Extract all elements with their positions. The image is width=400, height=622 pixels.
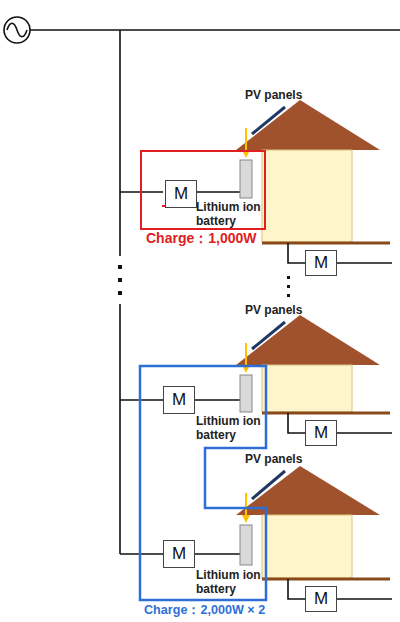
- ac-source-symbol: [4, 17, 30, 43]
- branch-wire: [120, 399, 163, 401]
- floor: [262, 412, 390, 415]
- meter-wire: [288, 413, 305, 433]
- panel-label: PV panels: [245, 452, 302, 466]
- roof: [236, 315, 380, 365]
- floor: [262, 242, 390, 245]
- pv-panel: [252, 471, 285, 499]
- bus-wire: [30, 29, 400, 31]
- battery-symbol: [240, 160, 252, 198]
- meter-label: M: [314, 253, 328, 273]
- dot: [287, 285, 290, 288]
- charge-region: Charge：2,000W × 2MM: [140, 366, 266, 600]
- feeder-wire: [119, 30, 121, 256]
- meter-wire: [195, 191, 240, 193]
- meter-label: M: [172, 544, 186, 564]
- power-arrow: [245, 493, 247, 519]
- branch-wire: [120, 553, 163, 555]
- region-outline: [140, 366, 266, 600]
- meter-label: M: [314, 423, 328, 443]
- meter-wire: [288, 579, 305, 599]
- charge-heading: Charge：2,000W × 2: [144, 602, 265, 618]
- roof: [236, 100, 380, 150]
- house-body: [262, 150, 352, 242]
- grid-source: [4, 17, 30, 43]
- floor: [262, 578, 390, 581]
- dot: [118, 291, 122, 295]
- battery-symbol: [240, 525, 252, 565]
- pv-panel: [252, 322, 285, 349]
- feeder-wire: [30, 30, 400, 554]
- battery-symbol: [240, 375, 252, 412]
- meter-box: M: [165, 180, 197, 208]
- house: [236, 100, 392, 263]
- house-body: [262, 365, 352, 412]
- dot: [287, 294, 290, 297]
- meter-wire: [195, 399, 240, 401]
- house-body: [262, 515, 352, 578]
- meter-box: M: [305, 586, 337, 612]
- battery-label: Lithium ion battery: [196, 568, 266, 596]
- meter-box: M: [305, 420, 337, 446]
- dot: [118, 278, 122, 282]
- panel-label: PV panels: [245, 303, 302, 317]
- battery-label: Lithium ion battery: [196, 414, 266, 442]
- meter-label: M: [314, 589, 328, 609]
- dot: [287, 276, 290, 279]
- meter-label: M: [174, 184, 188, 204]
- dot: [118, 265, 122, 269]
- ellipsis-dots: [118, 265, 290, 297]
- region-outline: [140, 366, 266, 600]
- meter-wire: [337, 262, 392, 264]
- meter-label: M: [172, 390, 186, 410]
- meter-box: M: [163, 386, 195, 414]
- meter-wire: [195, 553, 240, 555]
- sine-wave: [7, 23, 27, 37]
- meter-box: M: [163, 540, 195, 568]
- meter-box: M: [305, 250, 337, 276]
- meter-wire: [337, 432, 392, 434]
- feeder-wire: [119, 304, 121, 554]
- panel-label: PV panels: [245, 88, 302, 102]
- charge-heading: Charge：1,000W: [146, 230, 256, 246]
- pv-panel: [252, 107, 285, 134]
- meter-wire: [337, 598, 392, 600]
- battery-label: Lithium ion battery: [196, 200, 266, 228]
- meter-wire: [288, 243, 305, 263]
